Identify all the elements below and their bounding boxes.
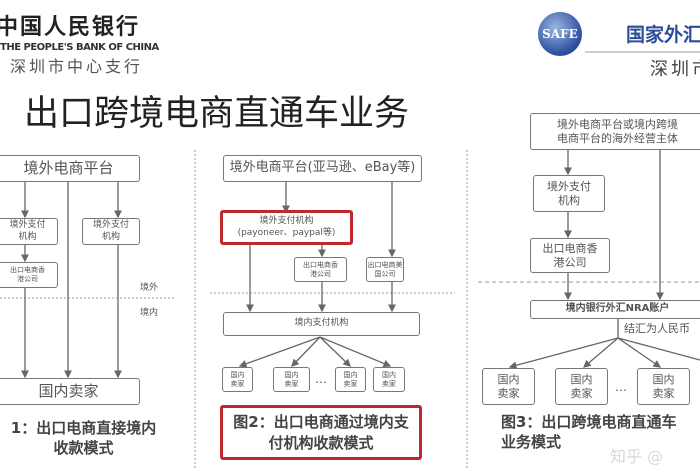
safe-name: 国家外汇 bbox=[626, 24, 700, 46]
fig3-seller-box: 国内 卖家 bbox=[637, 368, 690, 405]
fig3-nra-account-box: 境内银行外汇NRA账户 bbox=[530, 300, 700, 319]
fig3-ellipsis: … bbox=[615, 380, 627, 394]
fig1-hk-company-box: 出口电商香 港公司 bbox=[0, 262, 58, 288]
fig3-platform-box: 境外电商平台或境内跨境 电商平台的海外经营主体 bbox=[530, 113, 700, 150]
fig2-seller-box: 国内 卖家 bbox=[335, 367, 366, 392]
fig2-us-company-box: 出口电商美 国公司 bbox=[366, 257, 404, 282]
fig2-caption: 图2：出口电商通过境内支 付机构收款模式 bbox=[233, 413, 409, 452]
fig2-domestic-payment-box: 境内支付机构 bbox=[223, 312, 420, 336]
pboc-branch: 深圳市中心支行 bbox=[10, 57, 144, 76]
safe-subtitle-line bbox=[585, 51, 700, 53]
fig1-platform-box: 境外电商平台 bbox=[0, 155, 140, 182]
safe-branch: 深圳市 bbox=[650, 59, 700, 80]
fig2-seller-box: 国内 卖家 bbox=[373, 367, 405, 392]
fig2-hk-company-box: 出口电商香 港公司 bbox=[294, 257, 347, 282]
pboc-logo-cn: 中国人民银行 bbox=[0, 14, 141, 40]
fig2-platform-box: 境外电商平台(亚马逊、eBay等) bbox=[223, 155, 422, 182]
fig3-seller-box: 国内 卖家 bbox=[555, 368, 608, 405]
fig3-settlement-label: 结汇为人民币 bbox=[624, 322, 690, 335]
fig2-seller-box: 国内 卖家 bbox=[273, 367, 310, 392]
fig1-seller-box: 国内卖家 bbox=[0, 378, 140, 405]
fig2-caption-box: 图2：出口电商通过境内支 付机构收款模式 bbox=[220, 405, 422, 460]
safe-logo-text: SAFE bbox=[542, 27, 578, 41]
fig3-payment-box: 境外支付 机构 bbox=[533, 175, 605, 212]
safe-globe-icon: SAFE bbox=[538, 12, 582, 56]
fig3-caption: 图3：出口跨境电商直通车 业务模式 bbox=[501, 413, 677, 451]
label-inside: 境内 bbox=[140, 308, 159, 318]
page-title: 出口跨境电商直通车业务 bbox=[24, 94, 410, 134]
pboc-logo-en: THE PEOPLE'S BANK OF CHINA bbox=[0, 42, 159, 53]
fig1-caption: 1：出口电商直接境内 收款模式 bbox=[10, 419, 157, 458]
fig2-ellipsis: … bbox=[315, 372, 327, 386]
fig1-payment-box: 境外支付 机构 bbox=[82, 218, 140, 245]
fig2-payment-box-highlighted: 境外支付机构 (payoneer、paypal等) bbox=[220, 210, 353, 245]
watermark: 知乎 @ bbox=[610, 447, 664, 466]
fig1-payment-box: 境外支付 机构 bbox=[0, 218, 58, 245]
fig2-seller-box: 国内 卖家 bbox=[222, 367, 253, 392]
fig3-hk-company-box: 出口电商香 港公司 bbox=[530, 238, 610, 273]
fig3-seller-box: 国内 卖家 bbox=[482, 368, 535, 405]
label-outside: 境外 bbox=[140, 283, 159, 293]
